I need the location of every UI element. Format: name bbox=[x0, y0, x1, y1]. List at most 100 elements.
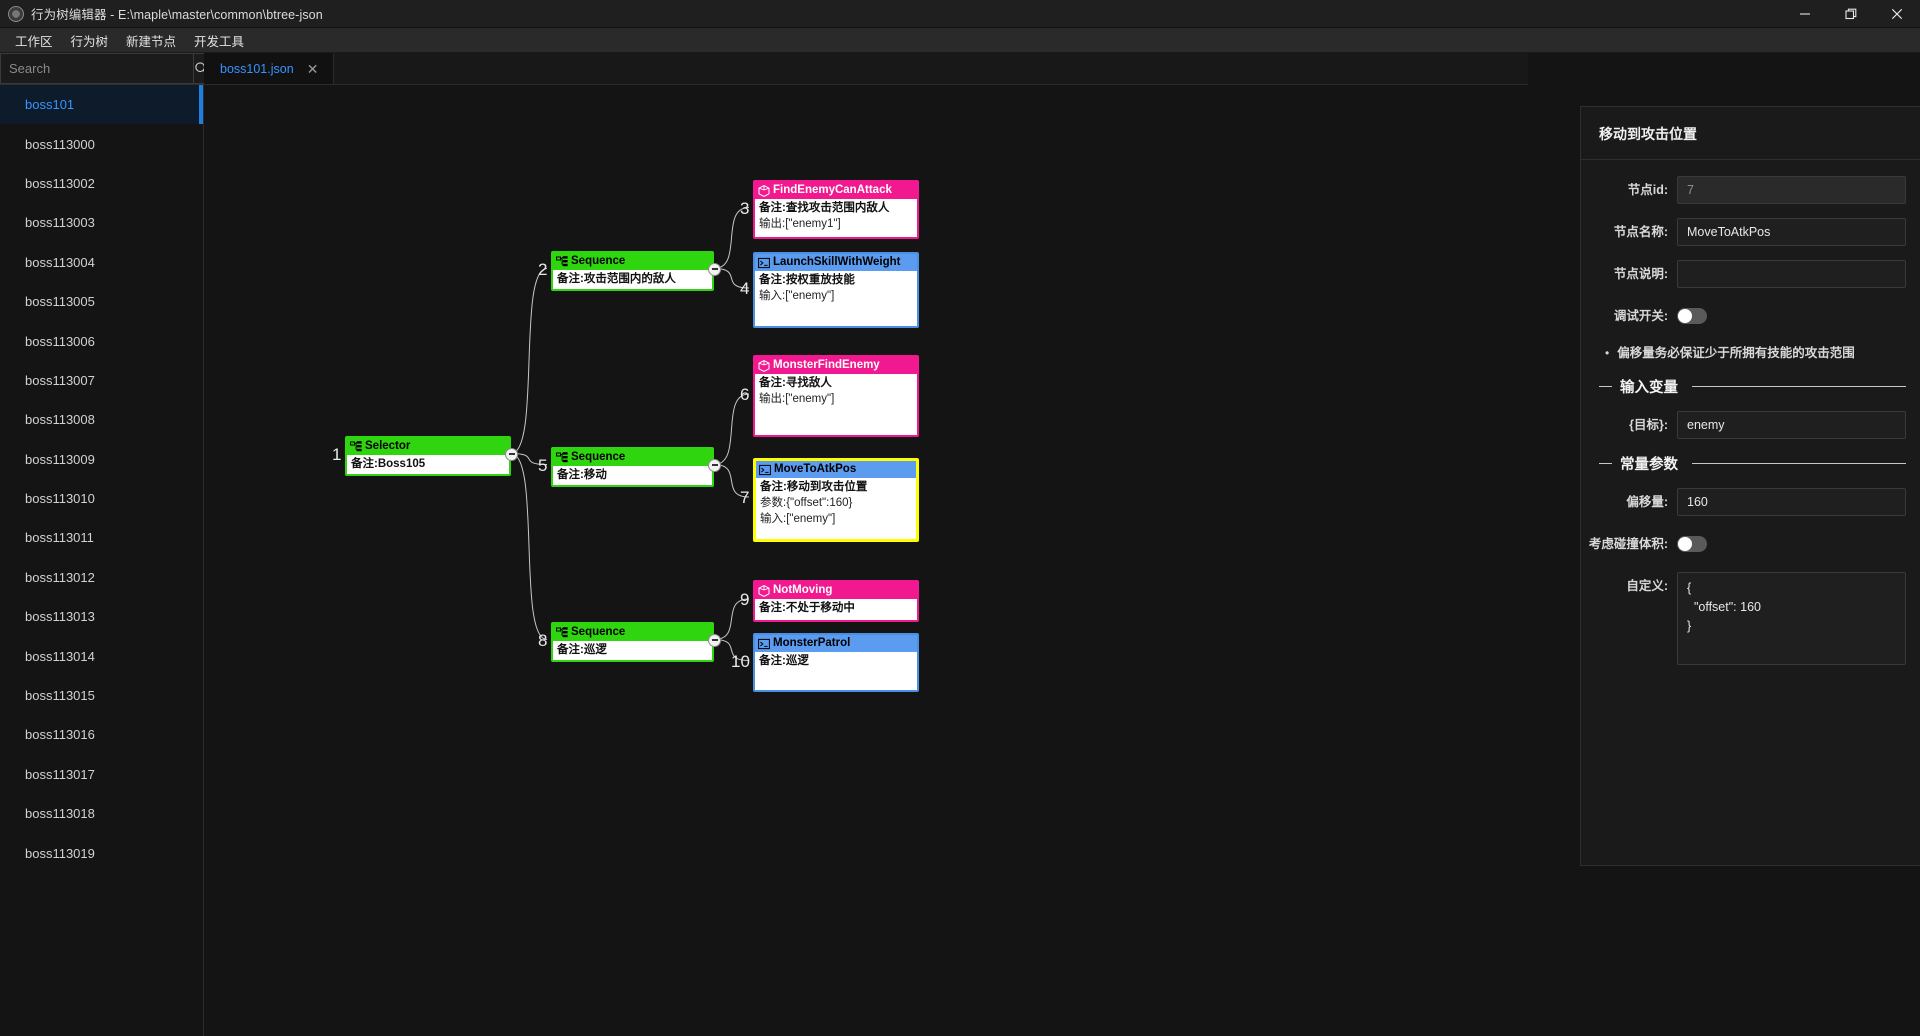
sidebar: boss101 boss113000 boss113002 boss113003 bos… bbox=[0, 53, 210, 1036]
file-item-boss113019[interactable]: boss113019 bbox=[0, 833, 203, 872]
collapse-toggle-icon[interactable] bbox=[708, 262, 721, 276]
file-item-boss113014[interactable]: boss113014 bbox=[0, 636, 203, 675]
window-title: 行为树编辑器 - E:\maple\master\common\btree-js… bbox=[31, 8, 323, 22]
tree-node-title: Sequence bbox=[571, 255, 626, 267]
menu-item-workspace[interactable]: 工作区 bbox=[15, 34, 53, 49]
tree-node-body: 备注:移动 bbox=[553, 466, 712, 485]
custom-json-textarea[interactable]: { "offset": 160 } bbox=[1677, 572, 1906, 665]
properties-pane: 移动到攻击位置 节点id: 节点名称: 节点说明: 调试开关: • 偏移量务必保… bbox=[1528, 53, 1920, 1036]
tree-node-body: 备注:不处于移动中 bbox=[755, 599, 917, 620]
file-item-boss113006[interactable]: boss113006 bbox=[0, 321, 203, 360]
menu-bar: 工作区 行为树 新建节点 开发工具 bbox=[0, 28, 1920, 53]
file-item-boss113002[interactable]: boss113002 bbox=[0, 164, 203, 203]
tree-node-header: NotMoving bbox=[755, 582, 917, 599]
menu-item-dev-tools[interactable]: 开发工具 bbox=[194, 34, 245, 49]
collision-toggle[interactable] bbox=[1677, 536, 1707, 552]
file-item-boss113012[interactable]: boss113012 bbox=[0, 558, 203, 597]
file-item-label: boss113019 bbox=[25, 845, 95, 861]
close-icon[interactable]: ✕ bbox=[306, 61, 319, 77]
file-item-boss113016[interactable]: boss113016 bbox=[0, 715, 203, 754]
app-logo-icon bbox=[8, 5, 24, 22]
tree-node-title: MoveToAtkPos bbox=[774, 463, 857, 475]
file-item-boss113000[interactable]: boss113000 bbox=[0, 124, 203, 163]
collapse-toggle-icon[interactable] bbox=[708, 633, 721, 647]
file-item-label: boss113005 bbox=[25, 294, 95, 310]
file-item-boss113004[interactable]: boss113004 bbox=[0, 243, 203, 282]
file-item-boss113013[interactable]: boss113013 bbox=[0, 597, 203, 636]
tree-node-header: MonsterFindEnemy bbox=[755, 357, 917, 374]
tree-node-body: 备注:Boss105 bbox=[347, 455, 509, 474]
tree-node-Selector[interactable]: Selector 备注:Boss105 bbox=[345, 436, 511, 476]
file-item-boss101[interactable]: boss101 bbox=[0, 85, 203, 125]
tree-link-1-8 bbox=[510, 453, 548, 640]
collapse-toggle-icon[interactable] bbox=[708, 458, 721, 472]
file-item-label: boss113016 bbox=[25, 727, 95, 743]
file-item-boss113009[interactable]: boss113009 bbox=[0, 440, 203, 479]
tree-node-line: 备注:Boss105 bbox=[351, 458, 426, 470]
minimize-icon[interactable] bbox=[1782, 0, 1828, 28]
file-item-label: boss113003 bbox=[25, 215, 95, 231]
file-item-boss113011[interactable]: boss113011 bbox=[0, 518, 203, 557]
tree-node-MoveToAtkPos[interactable]: MoveToAtkPos 备注:移动到攻击位置参数:{"offset":160}输… bbox=[753, 458, 919, 542]
tree-node-line: 输入:["enemy"] bbox=[759, 290, 835, 302]
file-item-label: boss113017 bbox=[25, 766, 95, 782]
menu-item-new-node[interactable]: 新建节点 bbox=[126, 34, 177, 49]
tree-node-header: MonsterPatrol bbox=[755, 635, 917, 652]
file-item-boss113003[interactable]: boss113003 bbox=[0, 203, 203, 242]
collapse-dash-icon[interactable] bbox=[1599, 386, 1612, 387]
close-icon[interactable] bbox=[1874, 0, 1920, 28]
tree-node-title: Selector bbox=[365, 440, 411, 452]
tree-node-MonsterPatrol[interactable]: MonsterPatrol 备注:巡逻 bbox=[753, 633, 919, 692]
window-controls bbox=[1782, 0, 1920, 28]
tab-boss101-json[interactable]: boss101.json ✕ bbox=[204, 53, 334, 84]
tree-node-line: 输出:["enemy"] bbox=[759, 393, 835, 405]
field-input-target: {目标}: bbox=[1581, 411, 1906, 439]
tree-node-line: 输出:["enemy1"] bbox=[759, 218, 841, 230]
menu-item-behavior-tree[interactable]: 行为树 bbox=[70, 34, 109, 49]
collapse-dash-icon[interactable] bbox=[1599, 463, 1612, 464]
collapse-toggle-icon[interactable] bbox=[505, 447, 518, 461]
file-item-label: boss101 bbox=[25, 97, 75, 113]
tree-node-line: 备注:移动 bbox=[557, 469, 607, 481]
debug-switch-label: 调试开关: bbox=[1613, 309, 1668, 323]
maximize-icon[interactable] bbox=[1828, 0, 1874, 28]
file-item-label: boss113000 bbox=[25, 136, 95, 152]
search-input[interactable] bbox=[0, 53, 193, 84]
node-id-label: 节点id: bbox=[1627, 183, 1668, 197]
file-list[interactable]: boss101 boss113000 boss113002 boss113003 bos… bbox=[0, 85, 203, 1036]
offset-input[interactable] bbox=[1677, 488, 1906, 516]
tree-node-body: 备注:查找攻击范围内敌人输出:["enemy1"] bbox=[755, 199, 917, 237]
node-desc-input[interactable] bbox=[1677, 260, 1906, 288]
field-node-name: 节点名称: bbox=[1581, 218, 1906, 246]
tree-node-line: 备注:巡逻 bbox=[759, 655, 809, 667]
file-item-boss113015[interactable]: boss113015 bbox=[0, 676, 203, 715]
field-collision: 考虑碰撞体积: bbox=[1581, 530, 1906, 558]
file-item-label: boss113010 bbox=[25, 491, 95, 507]
file-item-boss113010[interactable]: boss113010 bbox=[0, 479, 203, 518]
tree-node-body: 备注:移动到攻击位置参数:{"offset":160}输入:["enemy"] bbox=[756, 478, 916, 539]
tree-node-title: Sequence bbox=[571, 626, 626, 638]
action-icon bbox=[758, 257, 770, 269]
composite-icon bbox=[556, 626, 568, 639]
field-node-desc: 节点说明: bbox=[1581, 260, 1906, 288]
input-target-input[interactable] bbox=[1677, 411, 1906, 439]
file-item-boss113005[interactable]: boss113005 bbox=[0, 282, 203, 321]
tree-node-badge-4: 4 bbox=[740, 279, 750, 298]
file-item-boss113008[interactable]: boss113008 bbox=[0, 400, 203, 439]
tree-node-badge-5: 5 bbox=[538, 455, 548, 475]
node-name-input[interactable] bbox=[1677, 218, 1906, 246]
file-item-boss113017[interactable]: boss113017 bbox=[0, 755, 203, 794]
tree-node-line: 备注:移动到攻击位置 bbox=[760, 481, 868, 493]
file-item-boss113018[interactable]: boss113018 bbox=[0, 794, 203, 833]
file-item-boss113007[interactable]: boss113007 bbox=[0, 361, 203, 400]
debug-switch-toggle[interactable] bbox=[1677, 308, 1707, 324]
node-id-input bbox=[1677, 176, 1906, 204]
